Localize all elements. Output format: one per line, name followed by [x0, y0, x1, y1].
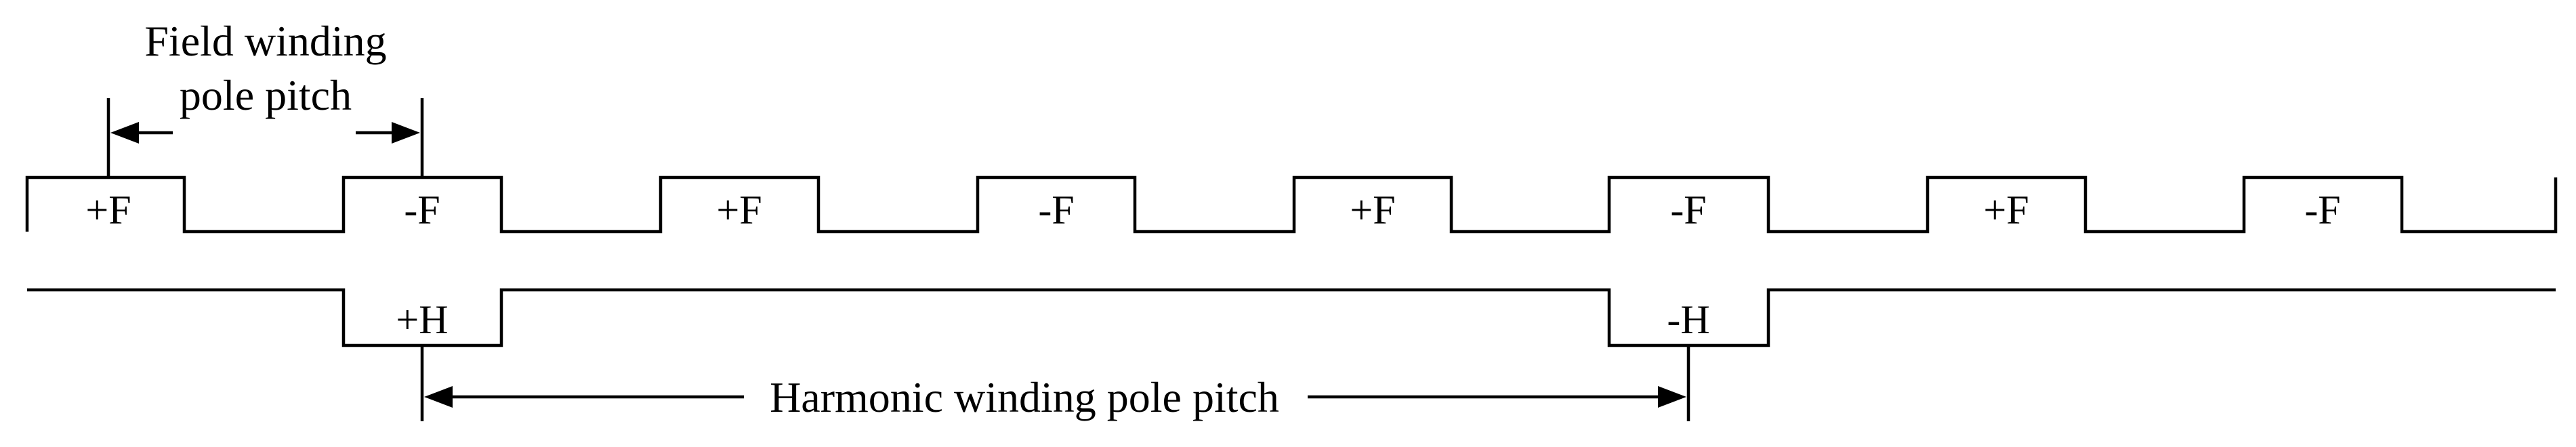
- field-pole-label: -F: [2304, 188, 2340, 232]
- harmonic-pole-label: -H: [1667, 297, 1709, 342]
- field-pole-pitch-dimension: Field winding pole pitch: [106, 17, 424, 177]
- harmonic-pitch-left-arrowhead: [424, 386, 453, 408]
- field-pitch-right-arrowhead: [392, 122, 420, 144]
- harmonic-pole-label: +H: [396, 297, 448, 342]
- field-pitch-label-line1: Field winding: [144, 17, 386, 65]
- harmonic-pitch-right-arrowhead: [1658, 386, 1686, 408]
- field-pole-label: +F: [85, 188, 131, 232]
- field-pole-label: -F: [1038, 188, 1074, 232]
- field-pole-label: -F: [404, 188, 440, 232]
- field-pitch-label-line2: pole pitch: [180, 71, 352, 119]
- harmonic-pole-pitch-dimension: Harmonic winding pole pitch: [420, 345, 1690, 421]
- harmonic-winding-waveform: [27, 288, 2556, 347]
- field-pole-label: +F: [1983, 188, 2029, 232]
- harmonic-pole-labels: +H -H: [396, 297, 1709, 342]
- harmonic-pitch-label: Harmonic winding pole pitch: [770, 373, 1279, 421]
- field-pitch-left-arrowhead: [110, 122, 139, 144]
- field-pole-label: +F: [716, 188, 762, 232]
- field-pole-labels: +F -F +F -F +F -F +F -F: [85, 188, 2340, 232]
- field-pole-label: +F: [1350, 188, 1395, 232]
- field-pole-label: -F: [1670, 188, 1706, 232]
